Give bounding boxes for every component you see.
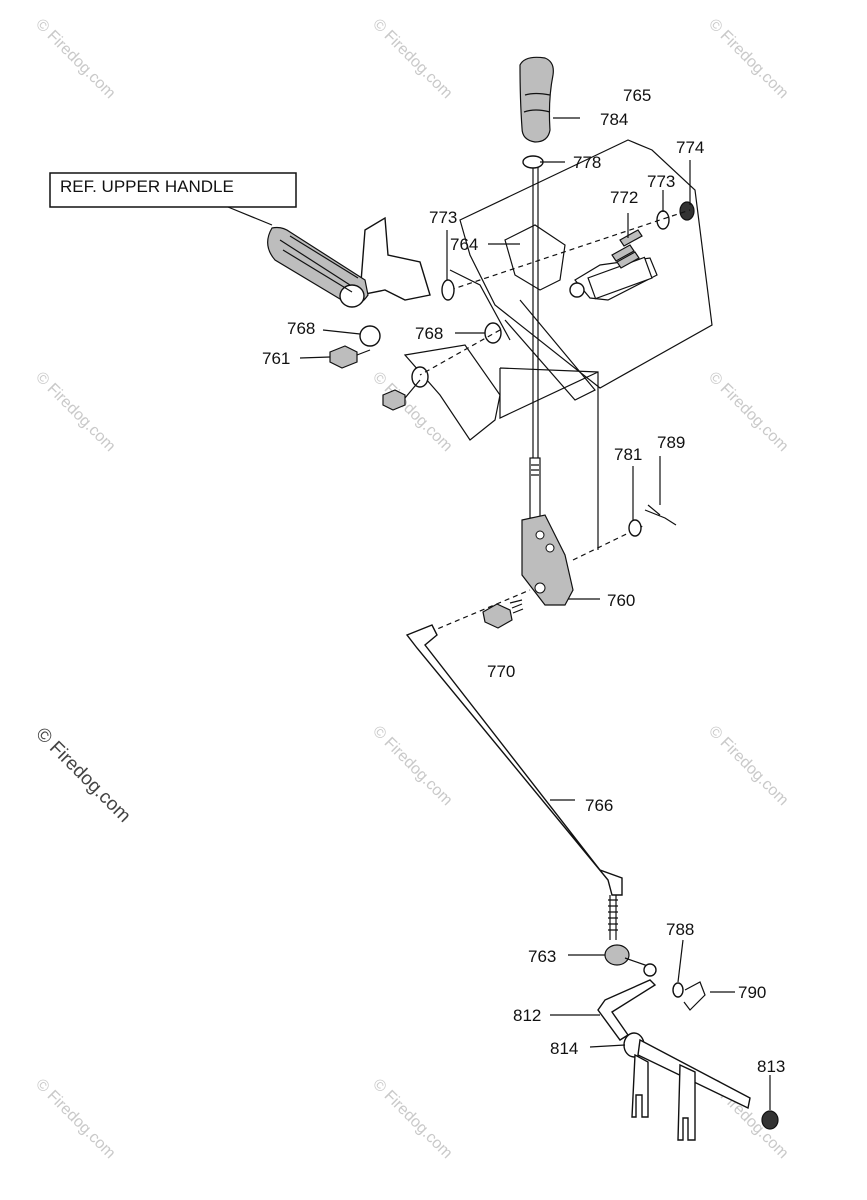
label-773-right: 773: [647, 172, 675, 191]
label-789: 789: [657, 433, 685, 452]
lower-linkage: [597, 944, 779, 1141]
label-814: 814: [550, 1039, 578, 1058]
shift-fork-left: [631, 1053, 649, 1118]
washer-781: [628, 519, 642, 537]
label-790: 790: [738, 983, 766, 1002]
washer-768-left: [359, 325, 381, 347]
label-765: 765: [623, 86, 651, 105]
label-774: 774: [676, 138, 704, 157]
label-761: 761: [262, 349, 290, 368]
part-labels: 765 784 778 774 773 772 773 764 768 768 …: [262, 86, 785, 1076]
watermark-text: © Firedog.com: [32, 369, 118, 455]
label-813: 813: [757, 1057, 785, 1076]
shift-fork-right: [677, 1063, 696, 1141]
clip-790: [683, 981, 706, 1011]
leader-lines: [299, 117, 771, 1110]
bolt-761: [329, 345, 358, 369]
grip-784: [519, 56, 554, 143]
label-784: 784: [600, 110, 628, 129]
left-hardware: [329, 279, 502, 411]
spring-bracket: [449, 201, 695, 301]
label-768-center: 768: [415, 324, 443, 343]
washer-773-left: [441, 279, 455, 301]
label-768-left: 768: [287, 319, 315, 338]
washer-788: [672, 982, 684, 998]
nut-813: [761, 1110, 779, 1130]
control-plate-760: [521, 504, 677, 606]
bolt-770: [429, 589, 531, 633]
label-788: 788: [666, 920, 694, 939]
watermark-text: © Firedog.com: [369, 723, 455, 809]
watermark-text: © Firedog.com: [705, 723, 791, 809]
label-781: 781: [614, 445, 642, 464]
reference-box: REF. UPPER HANDLE: [49, 172, 297, 226]
label-773-left: 773: [429, 208, 457, 227]
label-760: 760: [607, 591, 635, 610]
clip-789: [644, 504, 677, 526]
watermark-text: © Firedog.com: [705, 16, 791, 102]
rod-766: [405, 624, 623, 940]
watermark-text: © Firedog.com: [369, 1076, 455, 1162]
control-rod: [529, 165, 541, 519]
watermark-text: © Firedog.com: [32, 1076, 118, 1162]
watermark-text: © Firedog.com: [705, 369, 791, 455]
watermark-text: © Firedog.com: [32, 16, 118, 102]
label-772: 772: [610, 188, 638, 207]
upper-handle-assembly: [267, 139, 713, 441]
nut-774: [679, 201, 695, 221]
label-770: 770: [487, 662, 515, 681]
swivel-763: [604, 944, 630, 966]
label-763: 763: [528, 947, 556, 966]
reference-box-label: REF. UPPER HANDLE: [60, 177, 234, 196]
washer-768-center: [484, 322, 502, 344]
spring-772: [611, 229, 643, 269]
watermark-large: © Firedog.com: [31, 724, 134, 827]
watermark-text: © Firedog.com: [369, 16, 455, 102]
label-812: 812: [513, 1006, 541, 1025]
label-778: 778: [573, 153, 601, 172]
label-766: 766: [585, 796, 613, 815]
label-764: 764: [450, 235, 478, 254]
